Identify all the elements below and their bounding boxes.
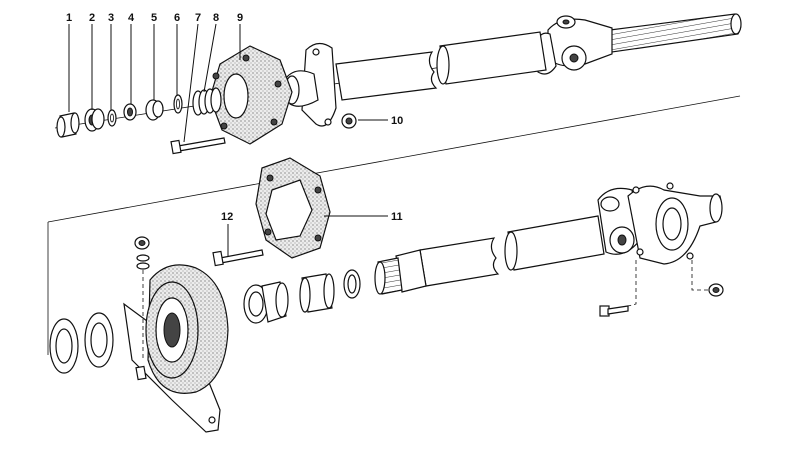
callout-4: 4	[128, 12, 135, 24]
ball-bearing-1	[49, 318, 79, 374]
upper-universal-joint	[535, 15, 613, 75]
upper-small-parts	[56, 94, 183, 138]
part-6-retainer	[173, 94, 183, 114]
splined-stub-shaft	[609, 13, 742, 53]
lower-splined-stub	[374, 257, 403, 295]
flange-bolt-lower	[599, 305, 629, 317]
lower-bearing-cup	[243, 281, 289, 324]
lower-flange-yoke	[627, 182, 723, 265]
part-4-ring	[123, 103, 137, 121]
center-bearing-support	[123, 264, 229, 433]
guide-line-flange-bolt	[627, 260, 637, 307]
support-nut-top	[134, 236, 150, 270]
guide-line-flange-nut	[691, 260, 708, 291]
flexible-coupling-disc-lower	[255, 157, 331, 259]
flange-nut	[341, 113, 357, 129]
callout-11: 11	[391, 211, 403, 223]
callout-10: 10	[391, 115, 403, 127]
coupling-bolt-lower	[212, 249, 264, 267]
callout-1: 1	[66, 12, 72, 24]
callout-leaders	[68, 23, 388, 256]
callout-8: 8	[213, 12, 219, 24]
flange-yoke	[284, 42, 337, 127]
callout-5: 5	[151, 12, 157, 24]
part-1-seal-cap	[56, 112, 80, 138]
lower-sleeve	[299, 273, 335, 313]
part-2-bushing	[84, 108, 105, 132]
upper-lower-divider-line	[47, 95, 741, 223]
ball-bearing-2	[84, 312, 114, 368]
upper-tube-right	[436, 31, 547, 85]
callout-12: 12	[221, 211, 233, 223]
part-3-washer	[107, 109, 117, 127]
lower-tube-middle	[395, 237, 500, 293]
flexible-coupling-disc-upper	[209, 45, 293, 145]
callout-9: 9	[237, 12, 243, 24]
flange-nut-lower	[708, 283, 724, 297]
lower-tube-right	[504, 215, 605, 271]
upper-tube-left	[335, 51, 438, 101]
lower-needle-ring	[343, 269, 361, 299]
support-mount-bolt	[135, 365, 147, 381]
part-5-bearing	[145, 99, 164, 121]
callout-6: 6	[174, 12, 180, 24]
coupling-bolt-upper	[170, 137, 226, 155]
callout-3: 3	[108, 12, 114, 24]
callout-2: 2	[89, 12, 95, 24]
callout-7: 7	[195, 12, 201, 24]
centering-spring	[192, 87, 222, 116]
